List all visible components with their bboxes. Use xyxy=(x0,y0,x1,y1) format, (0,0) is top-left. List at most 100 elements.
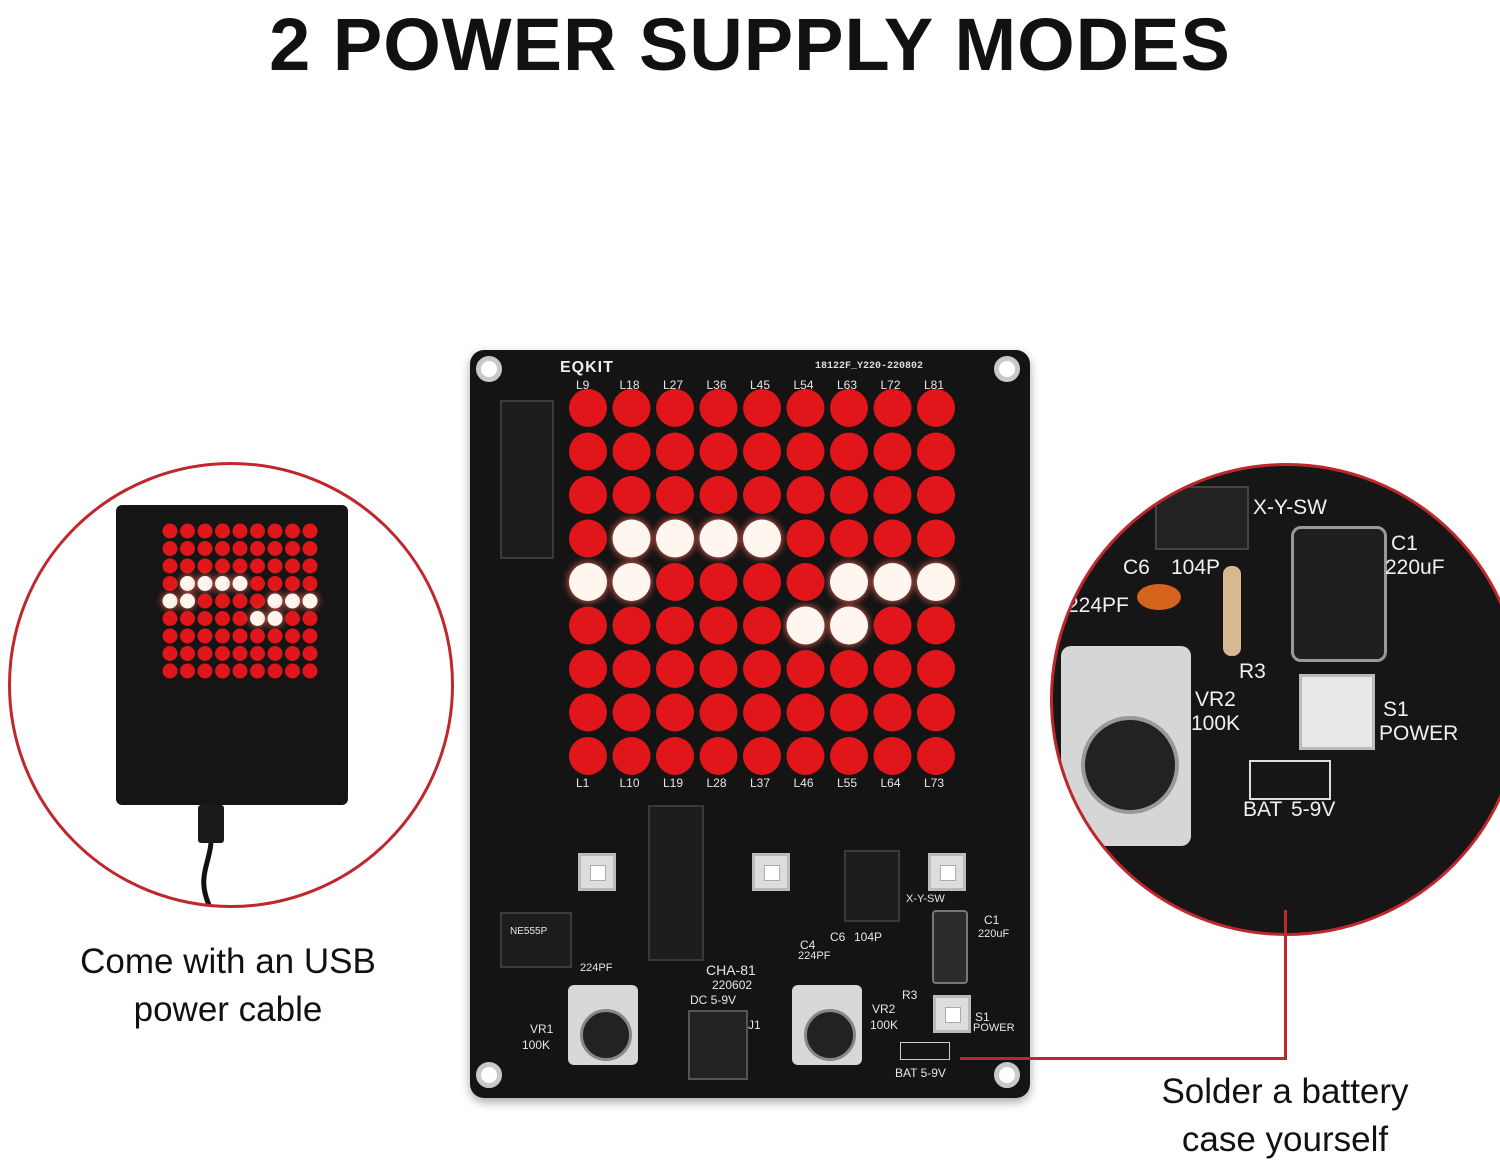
closeup-knob-dial xyxy=(1081,716,1179,814)
mini-matrix-led xyxy=(180,628,195,644)
matrix-led xyxy=(612,737,651,775)
matrix-led xyxy=(786,563,825,601)
matrix-led xyxy=(917,606,955,645)
mini-matrix-led xyxy=(250,593,265,609)
mini-matrix-led xyxy=(285,541,300,556)
matrix-led xyxy=(569,606,607,645)
matrix-led xyxy=(569,737,607,775)
s2-button[interactable] xyxy=(578,853,616,891)
column-label: L9 xyxy=(576,378,590,392)
mini-matrix-led xyxy=(215,576,230,591)
closeup-capacitor xyxy=(1291,526,1387,662)
mini-matrix-led xyxy=(267,646,283,661)
mini-matrix-led xyxy=(285,593,300,609)
mini-matrix-led xyxy=(232,558,248,574)
matrix-led xyxy=(917,519,955,558)
matrix-led xyxy=(873,693,912,732)
mini-matrix-led xyxy=(197,593,213,609)
closeup-c1-value: 220uF xyxy=(1385,556,1445,579)
column-label: L45 xyxy=(750,378,771,392)
matrix-led xyxy=(917,650,955,688)
mini-matrix-led xyxy=(267,628,283,644)
s3-button[interactable] xyxy=(752,853,790,891)
mount-hole xyxy=(994,1062,1020,1088)
mini-matrix-led xyxy=(250,576,265,591)
mini-matrix-led xyxy=(302,646,318,661)
power-button[interactable] xyxy=(933,995,971,1033)
closeup-c4-value: 224PF xyxy=(1067,594,1129,617)
mini-matrix-led xyxy=(250,558,265,574)
bottom-label: L55 xyxy=(837,776,858,790)
s1-label: S1 xyxy=(975,1010,990,1024)
ne555-chip xyxy=(500,912,572,968)
matrix-led xyxy=(873,476,912,514)
mini-matrix-led xyxy=(180,541,195,556)
matrix-led xyxy=(656,389,694,427)
bottom-label: L19 xyxy=(663,776,684,790)
matrix-led xyxy=(656,432,694,471)
led-matrix xyxy=(569,389,955,775)
mini-matrix-led xyxy=(232,576,248,591)
matrix-led xyxy=(612,432,651,471)
c1-value: 220uF xyxy=(978,928,1010,940)
mini-matrix-led xyxy=(180,576,195,591)
right-caption-line2: case yourself xyxy=(1181,1120,1389,1159)
column-label: L27 xyxy=(663,378,684,392)
closeup-ceramic-cap xyxy=(1137,584,1181,610)
s4-button[interactable] xyxy=(928,853,966,891)
xysw-label: X-Y-SW xyxy=(906,893,945,905)
mini-matrix-led xyxy=(250,611,265,626)
c6-value: 104P xyxy=(854,930,883,944)
mini-matrix-led xyxy=(267,611,283,626)
matrix-led xyxy=(569,563,607,601)
matrix-led xyxy=(743,476,781,514)
matrix-led xyxy=(830,737,868,775)
vr1-knob[interactable] xyxy=(568,985,638,1065)
mini-matrix-led xyxy=(250,541,265,556)
mini-matrix-led xyxy=(180,611,195,626)
matrix-led xyxy=(830,432,868,471)
matrix-led xyxy=(656,693,694,732)
vr2-knob[interactable] xyxy=(792,985,862,1065)
matrix-led xyxy=(743,650,781,688)
mini-matrix-led xyxy=(215,593,230,609)
column-label: L18 xyxy=(619,378,640,392)
matrix-led xyxy=(830,476,868,514)
mini-matrix-led xyxy=(180,646,195,661)
left-caption: Come with an USB power cable xyxy=(20,938,436,1034)
mini-matrix-led xyxy=(267,541,283,556)
closeup-chip xyxy=(1155,486,1249,550)
matrix-led xyxy=(743,432,781,471)
mini-matrix-led xyxy=(285,611,300,626)
matrix-led xyxy=(699,606,738,645)
matrix-led xyxy=(612,693,651,732)
matrix-led xyxy=(830,389,868,427)
matrix-led xyxy=(830,606,868,645)
vr2-value: 100K xyxy=(870,1018,899,1032)
closeup-s1-label: S1 xyxy=(1383,698,1409,721)
brand-logo: EQKIT xyxy=(560,359,614,376)
mini-matrix-led xyxy=(302,663,318,679)
closeup-power-label: POWER xyxy=(1379,722,1459,745)
closeup-c1-label: C1 xyxy=(1391,532,1418,555)
matrix-led xyxy=(743,606,781,645)
column-label: L72 xyxy=(880,378,901,392)
closeup-c6-label: C6 xyxy=(1123,556,1150,579)
r3-label: R3 xyxy=(902,988,918,1002)
matrix-led xyxy=(569,650,607,688)
matrix-led xyxy=(786,432,825,471)
u1-label: NE555P xyxy=(510,926,548,937)
vr2-label: VR2 xyxy=(872,1002,896,1016)
matrix-led xyxy=(656,476,694,514)
mini-matrix-led xyxy=(162,611,178,626)
date-label: 220602 xyxy=(712,978,753,992)
matrix-led xyxy=(656,563,694,601)
column-label: L54 xyxy=(793,378,814,392)
closeup-battery-pads xyxy=(1249,760,1331,800)
matrix-led xyxy=(656,650,694,688)
mini-matrix-led xyxy=(232,523,248,539)
mini-matrix-led xyxy=(267,523,283,539)
mini-matrix-led xyxy=(197,576,213,591)
matrix-led xyxy=(569,389,607,427)
mini-matrix-led xyxy=(197,541,213,556)
